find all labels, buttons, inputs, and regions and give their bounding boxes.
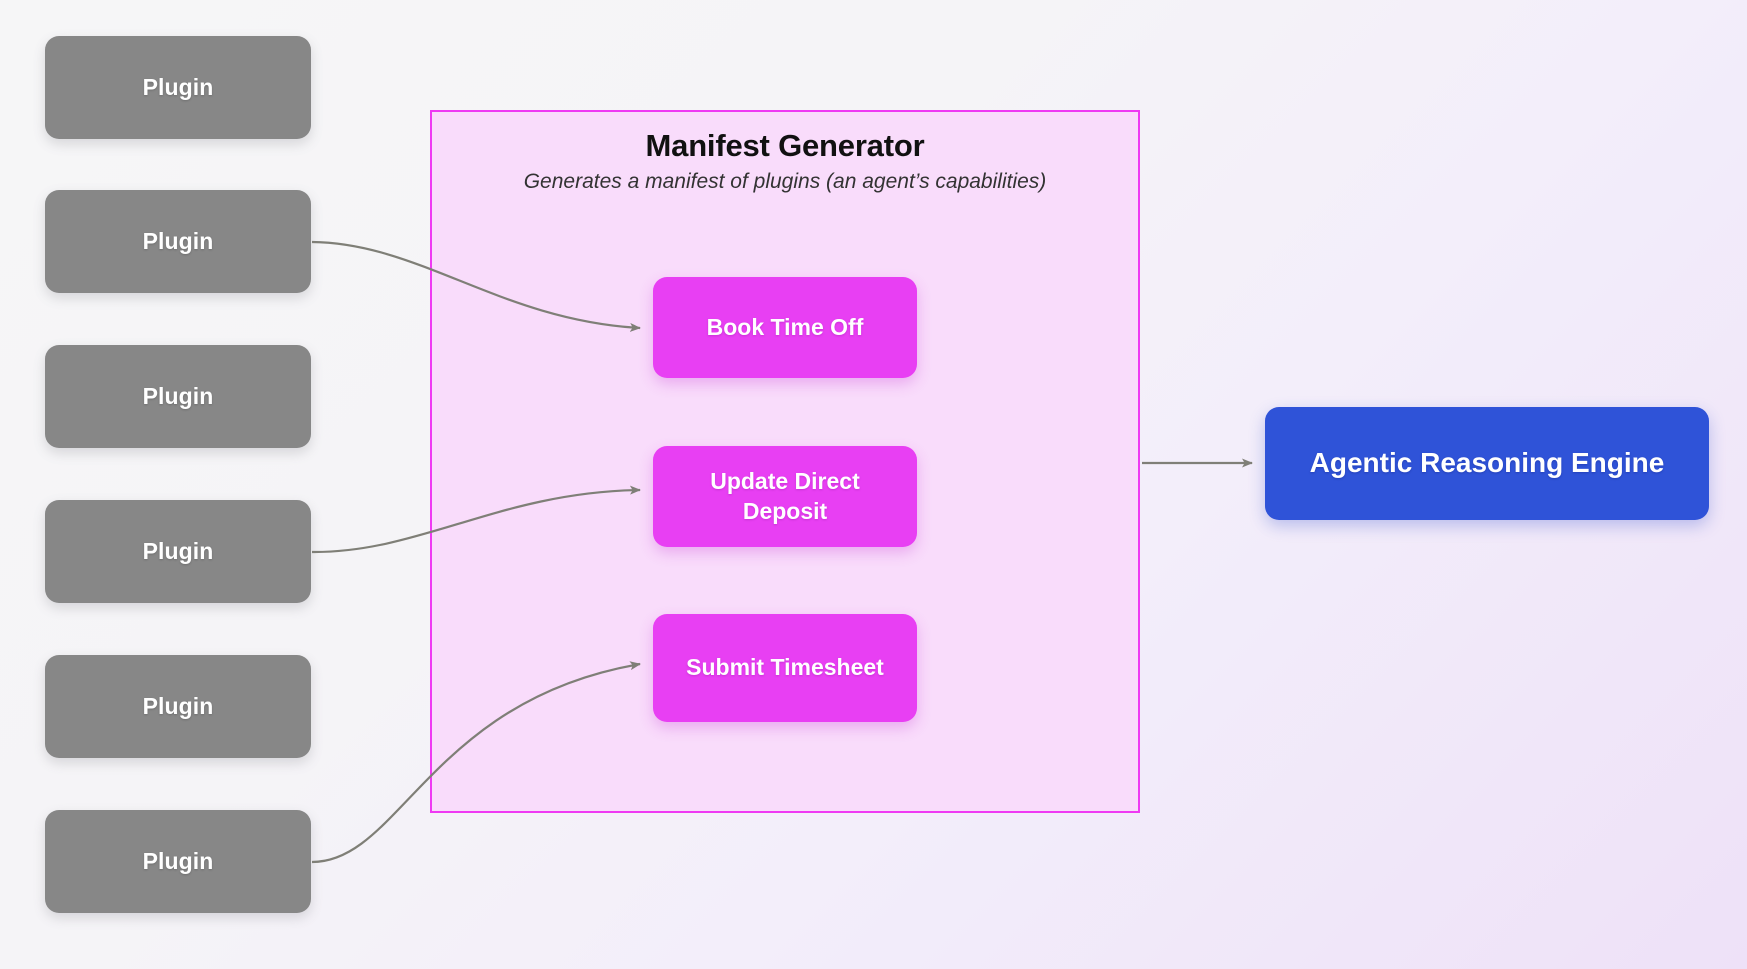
capability-node-submit-timesheet[interactable]: Submit Timesheet — [653, 614, 917, 722]
plugin-node-4[interactable]: Plugin — [45, 500, 311, 603]
plugin-node-label: Plugin — [142, 848, 214, 874]
plugin-node-label: Plugin — [142, 383, 214, 409]
agentic-reasoning-engine-label: Agentic Reasoning Engine — [1309, 447, 1665, 479]
plugin-node-label: Plugin — [142, 538, 214, 564]
capability-node-update-direct-deposit[interactable]: Update Direct Deposit — [653, 446, 917, 547]
capability-node-book-time-off[interactable]: Book Time Off — [653, 277, 917, 378]
plugin-node-5[interactable]: Plugin — [45, 655, 311, 758]
plugin-node-label: Plugin — [142, 228, 214, 254]
plugin-node-1[interactable]: Plugin — [45, 36, 311, 139]
capability-node-label: Book Time Off — [706, 313, 864, 340]
agentic-reasoning-engine-node[interactable]: Agentic Reasoning Engine — [1265, 407, 1709, 520]
plugin-node-3[interactable]: Plugin — [45, 345, 311, 448]
plugin-node-label: Plugin — [142, 693, 214, 719]
plugin-node-2[interactable]: Plugin — [45, 190, 311, 293]
capability-node-label: Submit Timesheet — [686, 654, 884, 681]
manifest-generator-subtitle: Generates a manifest of plugins (an agen… — [523, 170, 1047, 193]
plugin-node-6[interactable]: Plugin — [45, 810, 311, 913]
plugin-node-label: Plugin — [142, 74, 214, 100]
capability-node-label: Update Direct Deposit — [710, 468, 860, 524]
manifest-generator-title: Manifest Generator — [645, 128, 925, 163]
